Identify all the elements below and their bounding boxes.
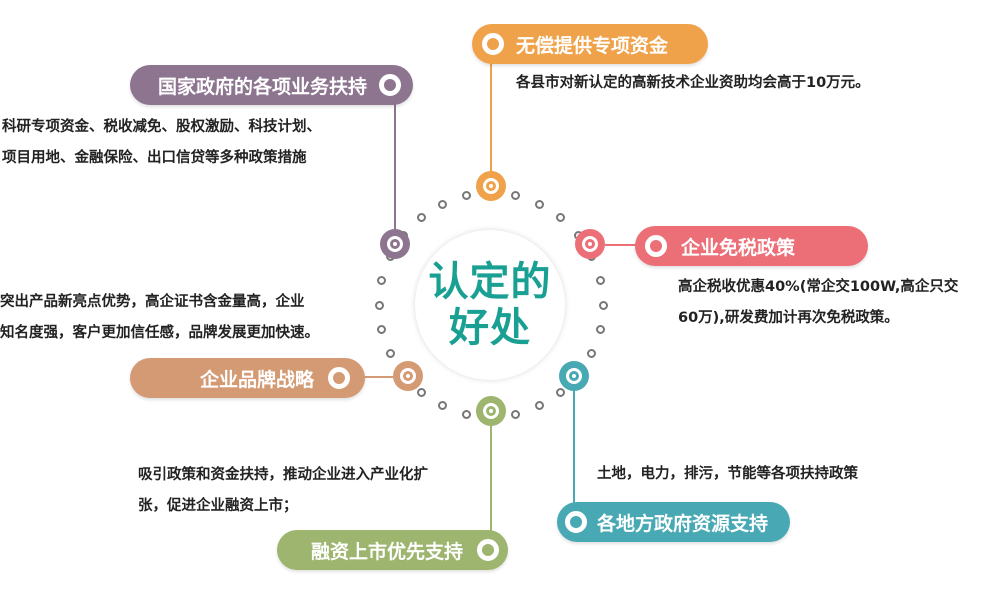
ring-dot-icon <box>511 191 521 201</box>
desc-local-gov: 土地，电力，排污，节能等各项扶持政策 <box>597 459 858 490</box>
ring-dot-icon <box>437 199 447 209</box>
target-icon <box>477 539 500 561</box>
desc-line: 突出产品新亮点优势，高企证书含金量高，企业 <box>0 294 305 310</box>
ring-dot-icon <box>535 199 545 209</box>
desc-line: 吸引政策和资金扶持，推动企业进入产业化扩 <box>138 467 428 483</box>
desc-line: 60万),研发费加计再次免税政策。 <box>678 310 899 326</box>
desc-line: 土地，电力，排污，节能等各项扶持政策 <box>597 466 858 482</box>
connector-tax-exemption <box>605 244 640 246</box>
target-icon <box>482 33 504 55</box>
pill-free-funding: 无偿提供专项资金 <box>472 24 708 64</box>
ring-dot-icon <box>511 409 521 419</box>
desc-gov-support: 科研专项资金、税收减免、股权激励、科技计划、 项目用地、金融保险、出口信贷等多种… <box>2 112 321 174</box>
node-local-gov-icon <box>559 361 589 391</box>
center-title-line1: 认定的 <box>428 259 552 305</box>
node-financing-ipo-icon <box>476 396 506 426</box>
ring-dot-icon <box>377 275 387 285</box>
pill-gov-support-label: 国家政府的各项业务扶持 <box>158 75 368 98</box>
ring-dot-icon <box>437 401 447 411</box>
pill-financing-ipo-label: 融资上市优先支持 <box>311 540 464 563</box>
desc-free-funding: 各县市对新认定的高新技术企业资助均会高于10万元。 <box>516 68 870 99</box>
desc-line: 科研专项资金、税收减免、股权激励、科技计划、 <box>2 119 321 135</box>
connector-gov-support <box>394 100 396 232</box>
target-icon <box>645 235 667 257</box>
desc-line: 张，促进企业融资上市； <box>138 498 298 514</box>
pill-local-gov-label: 各地方政府资源支持 <box>597 512 769 535</box>
ring-dot-icon <box>556 388 566 398</box>
ring-dot-icon <box>587 349 597 359</box>
center-title-line2: 好处 <box>449 305 531 351</box>
desc-line: 高企税收优惠40%(常企交100W,高企只交 <box>678 279 959 295</box>
ring-dot-icon <box>377 325 387 335</box>
pill-local-gov: 各地方政府资源支持 <box>557 502 790 542</box>
pill-financing-ipo: 融资上市优先支持 <box>277 530 508 570</box>
connector-local-gov <box>573 390 575 510</box>
connector-brand-strategy <box>360 376 395 378</box>
connector-financing-ipo <box>490 424 492 534</box>
ring-dot-icon <box>385 349 395 359</box>
ring-dot-icon <box>556 212 566 222</box>
ring-dot-icon <box>461 191 471 201</box>
ring-dot-icon <box>374 300 384 310</box>
desc-tax-exemption: 高企税收优惠40%(常企交100W,高企只交 60万),研发费加计再次免税政策。 <box>678 272 958 334</box>
desc-line: 项目用地、金融保险、出口信贷等多种政策措施 <box>2 150 307 166</box>
pill-tax-exemption: 企业免税政策 <box>635 226 868 266</box>
pill-tax-exemption-label: 企业免税政策 <box>681 236 796 259</box>
pill-brand-strategy-label: 企业品牌战略 <box>200 368 315 391</box>
target-icon <box>565 511 587 533</box>
ring-dot-icon <box>535 401 545 411</box>
desc-line: 各县市对新认定的高新技术企业资助均会高于10万元。 <box>516 75 870 91</box>
pill-brand-strategy: 企业品牌战略 <box>130 358 365 398</box>
node-brand-strategy-icon <box>393 361 423 391</box>
target-icon <box>379 74 402 96</box>
connector-free-funding <box>490 60 492 180</box>
target-icon <box>328 367 351 389</box>
desc-brand-strategy: 突出产品新亮点优势，高企证书含金量高，企业 知名度强，客户更加信任感，品牌发展更… <box>0 287 319 349</box>
pill-free-funding-label: 无偿提供专项资金 <box>516 34 669 57</box>
ring-dot-icon <box>598 300 608 310</box>
ring-dot-icon <box>595 275 605 285</box>
center-title: 认定的 好处 <box>415 230 565 380</box>
ring-dot-icon <box>461 409 471 419</box>
node-free-funding-icon <box>476 171 506 201</box>
desc-line: 知名度强，客户更加信任感，品牌发展更加快速。 <box>0 325 319 341</box>
node-gov-support-icon <box>380 229 410 259</box>
desc-financing-ipo: 吸引政策和资金扶持，推动企业进入产业化扩 张，促进企业融资上市； <box>138 460 428 522</box>
pill-gov-support: 国家政府的各项业务扶持 <box>130 65 413 105</box>
node-tax-exemption-icon <box>575 229 605 259</box>
ring-dot-icon <box>416 212 426 222</box>
ring-dot-icon <box>595 325 605 335</box>
ring-dot-icon <box>416 388 426 398</box>
